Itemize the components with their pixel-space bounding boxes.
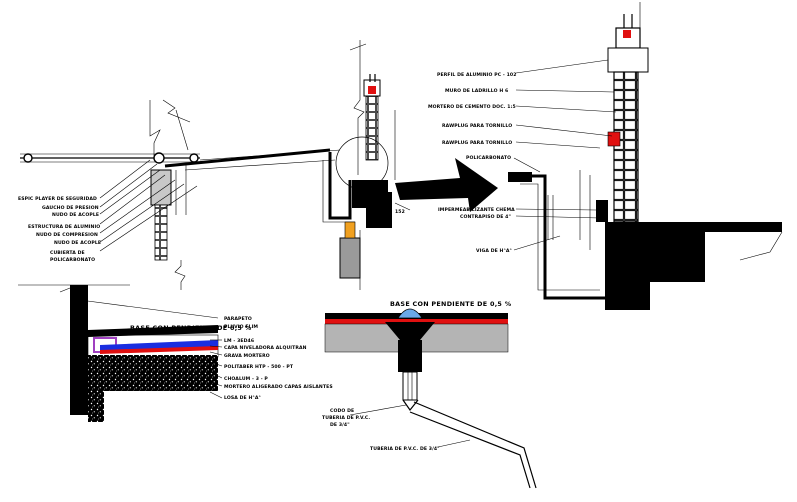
label-policarbonato-right: POLICARBONATO (466, 155, 511, 161)
roof-section-title: BASE CON PENDIENTE DE 0,5 % (130, 324, 252, 332)
label-capa-niveladora: CAPA NIVELADORA ALQUITRAN (224, 345, 307, 351)
label-rawplug-1: RAWPLUG PARA TORNILLO (442, 123, 512, 129)
coupling-node-icon (23, 152, 199, 164)
label-de-3-4: DE 3/4" (330, 422, 350, 428)
detail-right-wall (508, 2, 783, 310)
label-muro-ladrillo: MURO DE LADRILLO H 6 (445, 88, 508, 94)
detail-drain-labels: CODO DE TUBERIA DE P.V.C. DE 3/4" TUBERI… (322, 408, 440, 452)
label-politaber: POLITABER HTP - 500 - PT (224, 364, 294, 370)
label-policarbonato: POLICARBONATO (50, 257, 95, 263)
detail-roof-labels: PARAPETO PLUVIO FLIM LM - 3ED46 CAPA NIV… (224, 316, 333, 401)
label-perfil-aluminio: PERFIL DE ALUMINIO PC - 102 (437, 72, 517, 78)
label-grava-mortero: GRAVA MORTERO (224, 353, 270, 359)
detail-left-cover (18, 99, 341, 290)
label-losa: LOSA DE H°A° (224, 395, 261, 401)
label-tuberia-pvc-3-4: TUBERIA DE P.V.C. DE 3/4" (370, 446, 440, 452)
direction-arrow-icon (395, 158, 498, 212)
label-mortero-cemento: MORTERO DE CEMENTO DOC. 1:5 (428, 104, 516, 110)
label-tuberia-pvc: TUBERIA DE P.V.C. (322, 415, 370, 421)
label-codo-de: CODO DE (330, 408, 354, 414)
drain-section-title: BASE CON PENDIENTE DE 0,5 % (390, 300, 512, 308)
label-contrapiso: CONTRAPISO DE 4" (460, 214, 511, 220)
label-lm: LM - 3ED46 (224, 338, 254, 344)
detail-drain-section: BASE CON PENDIENTE DE 0,5 % (324, 300, 537, 489)
label-impermeabilizante: IMPERMEABILIZANTE CHEMA (438, 207, 515, 213)
label-espic-player: ESPIC PLAYER DE SEGURIDAD (18, 196, 97, 202)
label-cubierta-de: CUBIERTA DE (50, 250, 85, 256)
detail-roof-section: BASE CON PENDIENTE DE 0,5 % (59, 285, 252, 422)
label-parapeto: PARAPETO (224, 316, 252, 322)
dimension-text: 152 (395, 209, 405, 215)
label-nudo-acople-2: NUDO DE ACOPLE (54, 240, 101, 246)
label-nudo-compresion: NUDO DE COMPRESION (36, 232, 98, 238)
detail-right-labels: PERFIL DE ALUMINIO PC - 102 MURO DE LADR… (428, 72, 517, 254)
label-nudo-acople-1: NUDO DE ACOPLE (52, 212, 99, 218)
label-gaucho-presion: GAUCHO DE PRESION (42, 205, 99, 211)
label-choalum: CHOALUM - 3 - P (224, 376, 268, 382)
label-pluvio-flim: PLUVIO FLIM (224, 324, 258, 330)
detail-left-labels: ESPIC PLAYER DE SEGURIDAD GAUCHO DE PRES… (18, 196, 101, 263)
label-rawplug-2: RAWPLUG PARA TORNILLO (442, 140, 512, 146)
label-estructura-aluminio: ESTRUCTURA DE ALUMINIO (28, 224, 100, 230)
label-viga: VIGA DE H°A° (476, 248, 512, 254)
label-mortero-aligerado: MORTERO ALIGERADO CAPAS AISLANTES (224, 384, 333, 390)
detail-center-column: 152 (322, 40, 411, 290)
